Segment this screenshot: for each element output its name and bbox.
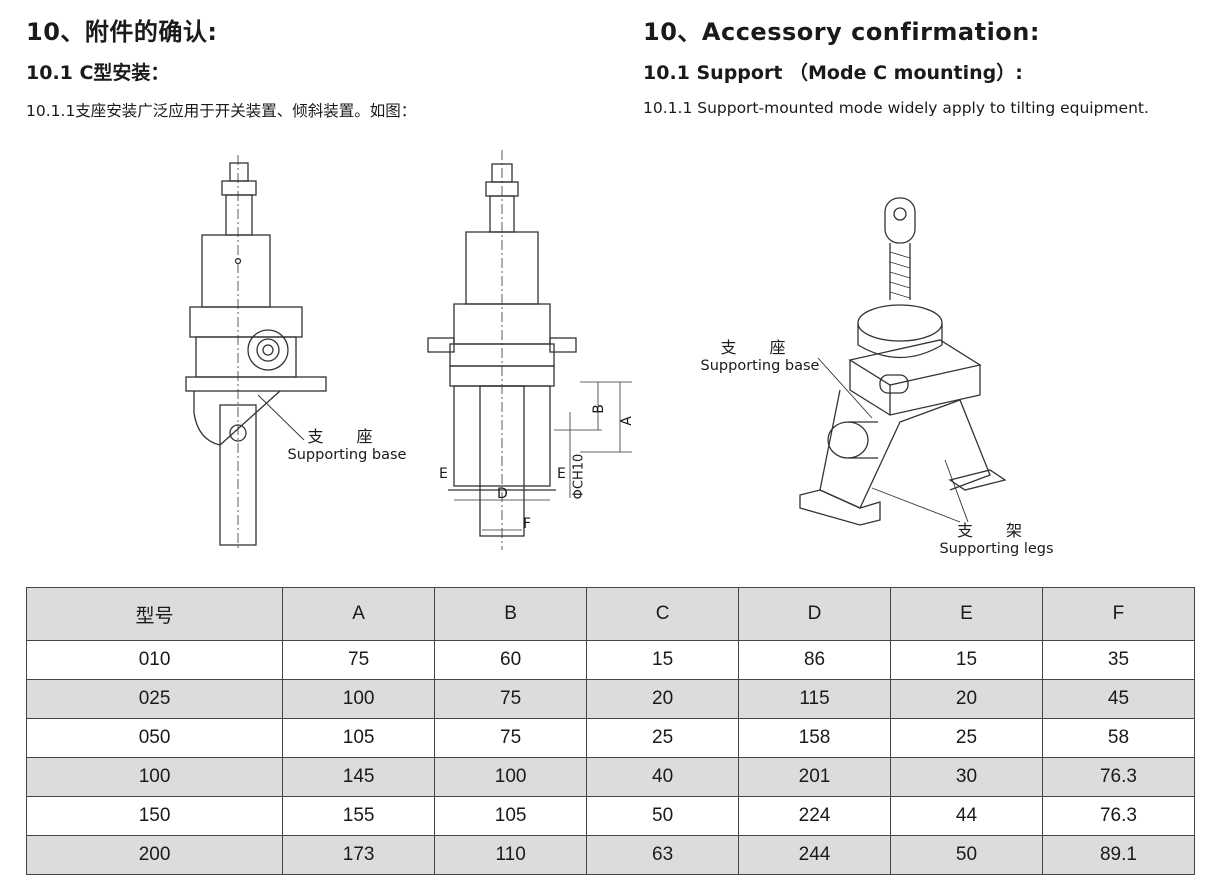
support-legs-en: Supporting legs <box>939 541 1054 557</box>
table-cell: 010 <box>25 640 284 680</box>
table-cell: 76.3 <box>1041 757 1196 797</box>
table-cell: 30 <box>890 757 1043 797</box>
side-view-drawing <box>185 155 327 550</box>
table-cell: 75 <box>282 640 436 680</box>
table-cell: 58 <box>1041 718 1196 758</box>
table-cell: 244 <box>738 835 892 875</box>
table-cell: 15 <box>890 640 1043 680</box>
paragraph-zh: 10.1.1支座安装广泛应用于开关装置、倾斜装置。如图： <box>26 102 417 120</box>
table-cell: 025 <box>25 679 284 719</box>
table-cell: 75 <box>434 718 588 758</box>
table-row: 100 145 100 40 201 30 76.3 <box>25 757 1196 797</box>
dim-e-right-label: E <box>557 466 566 482</box>
table-cell: 155 <box>282 796 436 836</box>
dim-e-left-label: E <box>439 466 448 482</box>
table-cell: 050 <box>25 718 284 758</box>
table-cell: 100 <box>282 679 436 719</box>
table-cell: 89.1 <box>1041 835 1196 875</box>
header-c: C <box>586 587 740 641</box>
table-cell: 201 <box>738 757 892 797</box>
front-view-drawing <box>427 150 632 550</box>
table-cell: 224 <box>738 796 892 836</box>
table-cell: 100 <box>25 757 284 797</box>
table-cell: 44 <box>890 796 1043 836</box>
table-row: 025 100 75 20 115 20 45 <box>25 679 1196 719</box>
table-cell: 20 <box>890 679 1043 719</box>
support-base-en-right: Supporting base <box>700 358 820 374</box>
table-cell: 145 <box>282 757 436 797</box>
table-cell: 25 <box>586 718 740 758</box>
heading-zh: 10、附件的确认: <box>26 18 218 46</box>
table-row: 150 155 105 50 224 44 76.3 <box>25 796 1196 836</box>
dim-d-label: D <box>497 486 508 502</box>
support-base-label-right: 支 座 Supporting base <box>695 339 825 375</box>
table-cell: 15 <box>586 640 740 680</box>
table-cell: 76.3 <box>1041 796 1196 836</box>
subheading-en: 10.1 Support （Mode C mounting）: <box>643 62 1023 84</box>
heading-en: 10、Accessory confirmation: <box>643 18 1040 46</box>
table-cell: 25 <box>890 718 1043 758</box>
table-header-row: 型号 A B C D E F <box>25 587 1196 641</box>
table-cell: 63 <box>586 835 740 875</box>
table-row: 050 105 75 25 158 25 58 <box>25 718 1196 758</box>
table-cell: 105 <box>434 796 588 836</box>
support-base-en: Supporting base <box>287 447 407 463</box>
dim-f-label: F <box>523 516 532 532</box>
table-cell: 115 <box>738 679 892 719</box>
table-cell: 50 <box>586 796 740 836</box>
table-cell: 173 <box>282 835 436 875</box>
subheading-zh: 10.1 C型安装： <box>26 62 170 84</box>
support-legs-label: 支 架 Supporting legs <box>934 522 1059 558</box>
header-d: D <box>738 587 892 641</box>
support-legs-zh: 支 架 <box>956 521 1037 540</box>
table-cell: 20 <box>586 679 740 719</box>
header-model: 型号 <box>25 587 284 641</box>
table-cell: 86 <box>738 640 892 680</box>
header-f: F <box>1041 587 1196 641</box>
table-cell: 150 <box>25 796 284 836</box>
paragraph-en: 10.1.1 Support-mounted mode widely apply… <box>643 99 1149 117</box>
isometric-drawing <box>799 197 1007 526</box>
table-cell: 60 <box>434 640 588 680</box>
header-b: B <box>434 587 588 641</box>
table-row: 010 75 60 15 86 15 35 <box>25 640 1196 680</box>
table-cell: 45 <box>1041 679 1196 719</box>
table-cell: 75 <box>434 679 588 719</box>
header-e: E <box>890 587 1043 641</box>
table-row: 200 173 110 63 244 50 89.1 <box>25 835 1196 875</box>
table-cell: 158 <box>738 718 892 758</box>
header-a: A <box>282 587 436 641</box>
table-cell: 105 <box>282 718 436 758</box>
support-base-label-left: 支 座 Supporting base <box>282 428 412 464</box>
table-cell: 110 <box>434 835 588 875</box>
table-cell: 50 <box>890 835 1043 875</box>
table-cell: 100 <box>434 757 588 797</box>
table-cell: 35 <box>1041 640 1196 680</box>
support-base-zh-right: 支 座 <box>720 338 800 357</box>
dimension-table: 型号 A B C D E F 010 75 60 15 86 15 35 025… <box>25 587 1196 875</box>
table-cell: 40 <box>586 757 740 797</box>
table-cell: 200 <box>25 835 284 875</box>
support-base-zh: 支 座 <box>307 427 387 446</box>
